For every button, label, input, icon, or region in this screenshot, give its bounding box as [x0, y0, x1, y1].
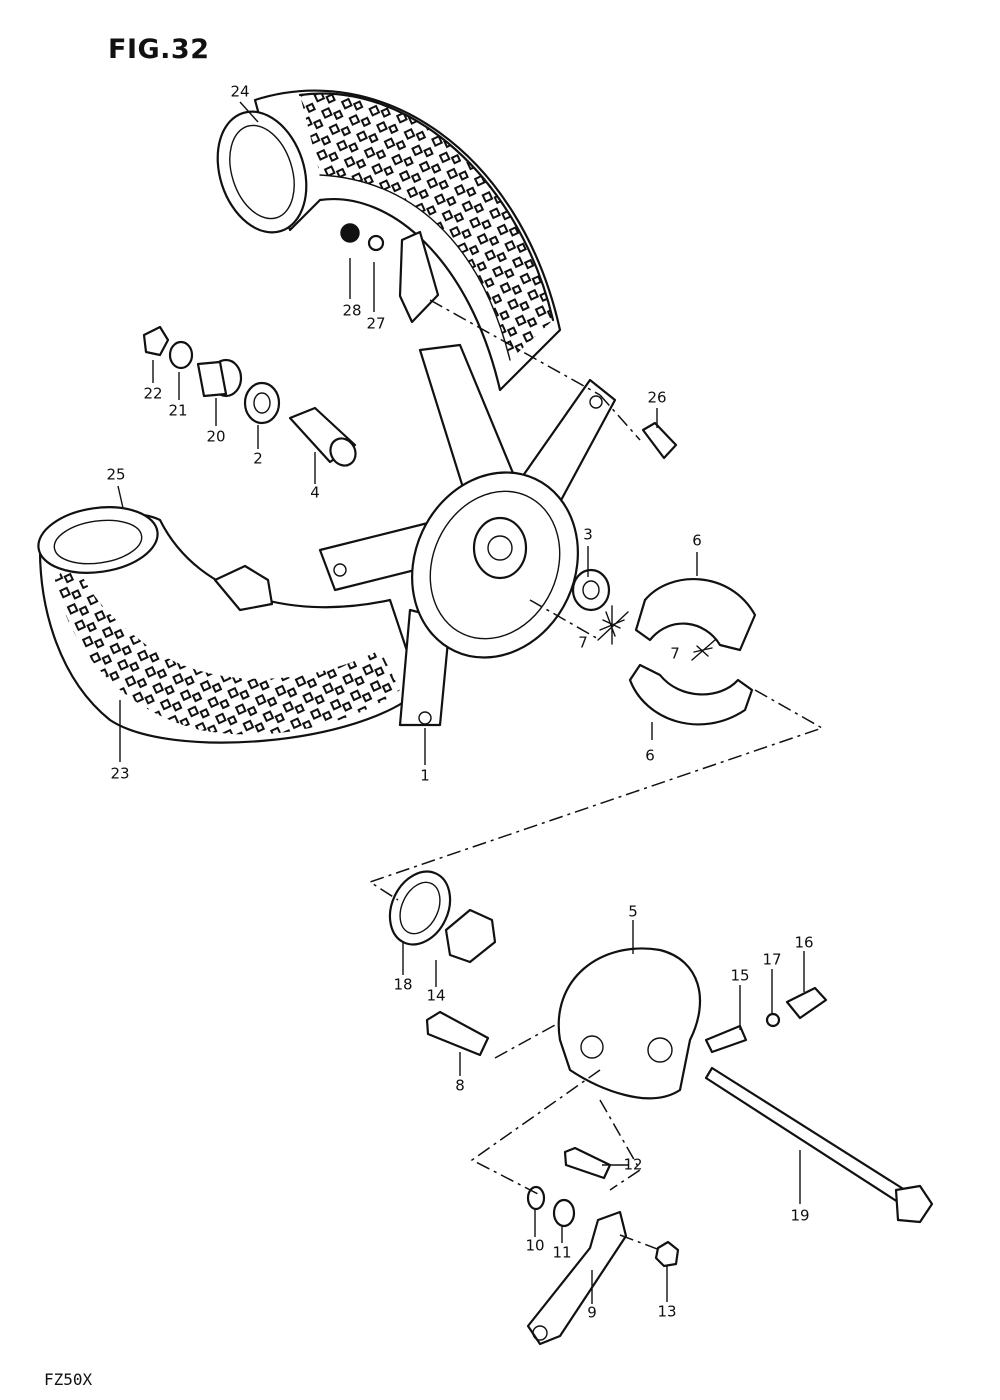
callout-23: 23 — [110, 764, 130, 783]
callout-27: 27 — [366, 314, 386, 333]
callout-7-left: 7 — [578, 633, 588, 652]
callout-13: 13 — [657, 1302, 677, 1321]
callout-24: 24 — [230, 82, 250, 101]
callout-21: 21 — [168, 401, 188, 420]
tire-upper — [216, 89, 562, 392]
leader-lines — [117, 101, 824, 1304]
callout-25: 25 — [106, 465, 126, 484]
model-code: FZ50X — [44, 1370, 93, 1389]
callout-20: 20 — [206, 427, 226, 446]
callout-9: 9 — [587, 1303, 597, 1322]
callout-10: 10 — [525, 1236, 545, 1255]
callout-12: 12 — [623, 1155, 643, 1174]
wheel-hub — [318, 343, 617, 727]
callout-16: 16 — [794, 933, 814, 952]
callout-8: 8 — [455, 1076, 465, 1095]
callout-4: 4 — [310, 483, 320, 502]
callout-19: 19 — [790, 1206, 810, 1225]
callout-28: 28 — [342, 301, 362, 320]
callout-11: 11 — [552, 1243, 572, 1262]
callout-6-lower: 6 — [645, 746, 655, 765]
callout-3: 3 — [583, 525, 593, 544]
callout-6-upper: 6 — [692, 531, 702, 550]
callout-18: 18 — [393, 975, 413, 994]
hardware-parts — [142, 223, 678, 612]
brake-shoes — [597, 578, 757, 726]
callout-5: 5 — [628, 902, 638, 921]
callout-26: 26 — [647, 388, 667, 407]
callout-14: 14 — [426, 986, 446, 1005]
callout-7-right: 7 — [670, 644, 680, 663]
tire-lower — [37, 506, 422, 744]
callout-2: 2 — [253, 449, 263, 468]
callout-1: 1 — [420, 766, 430, 785]
brake-panel-assembly — [388, 870, 934, 1346]
callout-15: 15 — [730, 966, 750, 985]
callout-22: 22 — [143, 384, 163, 403]
callout-17: 17 — [762, 950, 782, 969]
figure-title: FIG.32 — [108, 34, 210, 65]
